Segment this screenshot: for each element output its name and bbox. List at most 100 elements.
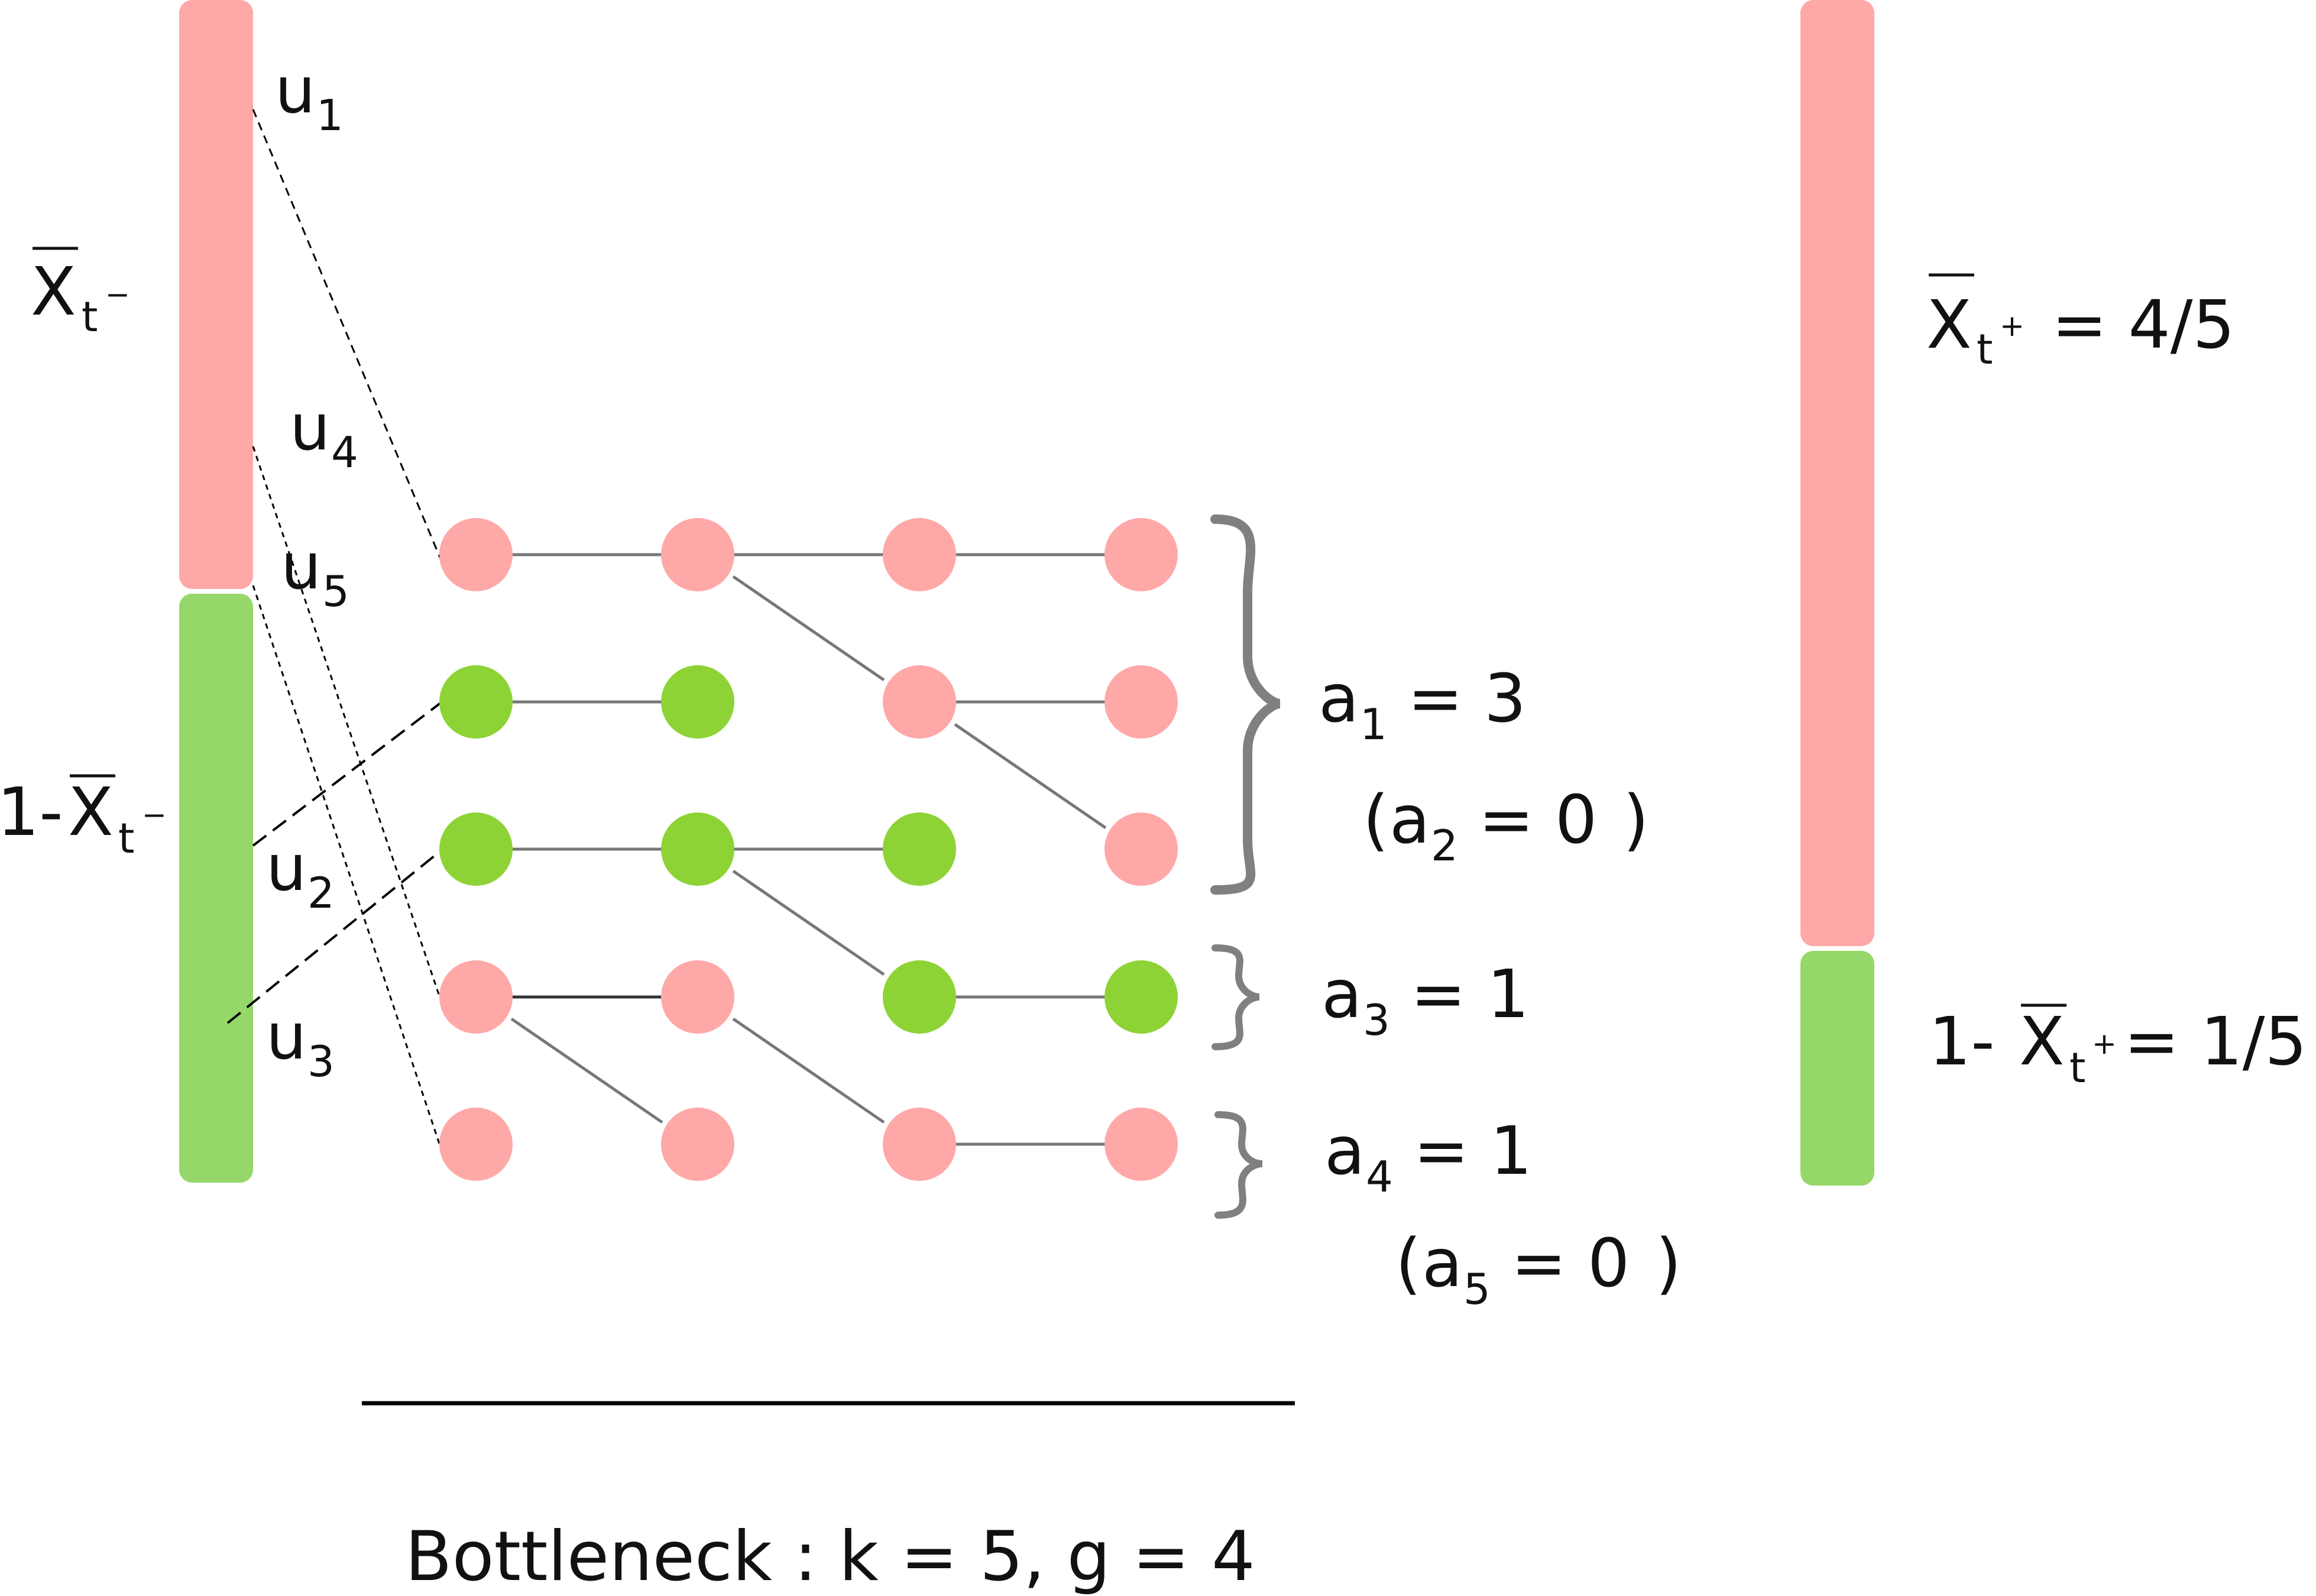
edge: [732, 869, 885, 976]
individuals: [439, 518, 1178, 1181]
offspring-index: 2: [1431, 821, 1458, 870]
offspring-index: 3: [1363, 995, 1390, 1045]
frequency-value: = 1/5: [2124, 1003, 2307, 1080]
paren-open: (: [1363, 782, 1389, 859]
individual-node: [1104, 960, 1178, 1034]
offspring-label-a5: ( a 5 = 0 ): [1395, 1225, 1682, 1314]
right-frequency-bar: [1800, 0, 1874, 1186]
superscript: −: [105, 277, 130, 312]
offspring-label-a1: a 1 = 3: [1319, 661, 1526, 749]
individual-node: [439, 960, 513, 1034]
offspring-label-a4: a 4 = 1: [1324, 1113, 1532, 1202]
offspring-index: 1: [1360, 700, 1387, 749]
left-bar-label-bottom: 1- X t −: [0, 774, 167, 863]
edge: [510, 1017, 663, 1124]
left-bar-label-top: X t −: [31, 247, 130, 341]
offspring-value: = 0: [1490, 1225, 1630, 1302]
right-bar-complement-segment: [1800, 951, 1874, 1186]
individual-node: [1104, 518, 1178, 591]
left-bar-allele-segment: [179, 0, 253, 589]
allele-frequency-symbol: X: [68, 774, 114, 851]
allele-frequency-symbol: X: [31, 254, 76, 331]
uniform-labels: u 1 u 4 u 5 u 2 u 3: [266, 54, 358, 1086]
paren-close: ): [1623, 782, 1649, 859]
individual-node: [439, 812, 513, 886]
offspring-var: a: [1319, 661, 1359, 737]
offspring-var: a: [1389, 782, 1430, 859]
individual-node: [883, 665, 956, 739]
offspring-label-a3: a 3 = 1: [1321, 956, 1529, 1045]
subscript: t: [82, 293, 98, 341]
offspring-braces: [1210, 514, 1281, 1219]
individual-node: [661, 1108, 734, 1181]
sampling-line-u1: [252, 109, 442, 559]
offspring-value: = 0: [1457, 782, 1597, 859]
subscript: t: [118, 814, 134, 863]
individual-node: [883, 960, 956, 1034]
offspring-var: a: [1321, 956, 1362, 1033]
individual-node: [661, 812, 734, 886]
individual-node: [883, 1108, 956, 1181]
genealogy-edges: [476, 553, 1141, 1146]
uniform-index: 4: [331, 428, 358, 477]
uniform-name: u: [275, 54, 315, 128]
uniform-index: 2: [307, 868, 335, 918]
edge: [954, 723, 1107, 830]
offspring-var: a: [1324, 1113, 1365, 1190]
complement-prefix: 1-: [1929, 1003, 1995, 1080]
sampling-line-u5: [252, 585, 442, 1148]
uniform-name: u: [281, 530, 321, 604]
paren-open: (: [1395, 1225, 1421, 1302]
uniform-label-u4: u 4: [290, 391, 358, 477]
frequency-value: = 4/5: [2052, 287, 2235, 364]
brace-a4: [1214, 1111, 1263, 1219]
offspring-value: = 3: [1387, 661, 1526, 737]
offspring-value: = 1: [1389, 956, 1529, 1033]
individual-node: [439, 518, 513, 591]
individual-node: [439, 665, 513, 739]
allele-frequency-symbol: X: [2019, 1003, 2065, 1080]
offspring-index: 5: [1463, 1264, 1491, 1314]
right-bar-label-top: X t + = 4/5: [1926, 273, 2235, 374]
offspring-value: = 1: [1392, 1113, 1532, 1190]
individual-node: [883, 518, 956, 591]
bottleneck-caption: Bottleneck : k = 5, g = 4: [405, 1517, 1255, 1596]
sampling-line-u3: [226, 847, 445, 1024]
sampling-line-u4: [252, 446, 442, 1000]
individual-node: [1104, 1108, 1178, 1181]
subscript: t: [2069, 1044, 2085, 1092]
superscript: +: [2092, 1027, 2117, 1061]
uniform-label-u2: u 2: [266, 831, 335, 918]
uniform-label-u1: u 1: [275, 54, 344, 140]
uniform-label-u5: u 5: [281, 530, 349, 616]
edge: [732, 575, 885, 682]
individual-node: [1104, 665, 1178, 739]
allele-frequency-symbol: X: [1926, 287, 1972, 364]
offspring-labels: a 1 = 3 ( a 2 = 0 ) a 3 = 1 a 4 = 1 ( a …: [1319, 661, 1682, 1314]
uniform-label-u3: u 3: [266, 1000, 335, 1086]
uniform-index: 1: [316, 90, 344, 140]
uniform-index: 5: [322, 566, 349, 616]
offspring-index: 4: [1366, 1152, 1393, 1202]
superscript: −: [142, 798, 167, 832]
individual-node: [661, 960, 734, 1034]
superscript: +: [2000, 309, 2025, 343]
right-bar-label-bottom: 1- X t + = 1/5: [1929, 1003, 2307, 1092]
edge: [732, 1017, 885, 1124]
paren-close: ): [1656, 1225, 1682, 1302]
sampling-line-u2: [252, 700, 445, 847]
subscript: t: [1977, 325, 1993, 374]
uniform-name: u: [266, 1000, 306, 1074]
right-bar-allele-segment: [1800, 0, 1874, 946]
brace-a1: [1210, 514, 1281, 895]
individual-node: [661, 518, 734, 591]
left-frequency-bar: [179, 0, 253, 1183]
individual-node: [661, 665, 734, 739]
individual-node: [1104, 812, 1178, 886]
offspring-var: a: [1422, 1225, 1463, 1302]
individual-node: [439, 1108, 513, 1181]
left-bar-complement-segment: [179, 594, 253, 1183]
uniform-index: 3: [307, 1037, 335, 1086]
individual-node: [883, 812, 956, 886]
